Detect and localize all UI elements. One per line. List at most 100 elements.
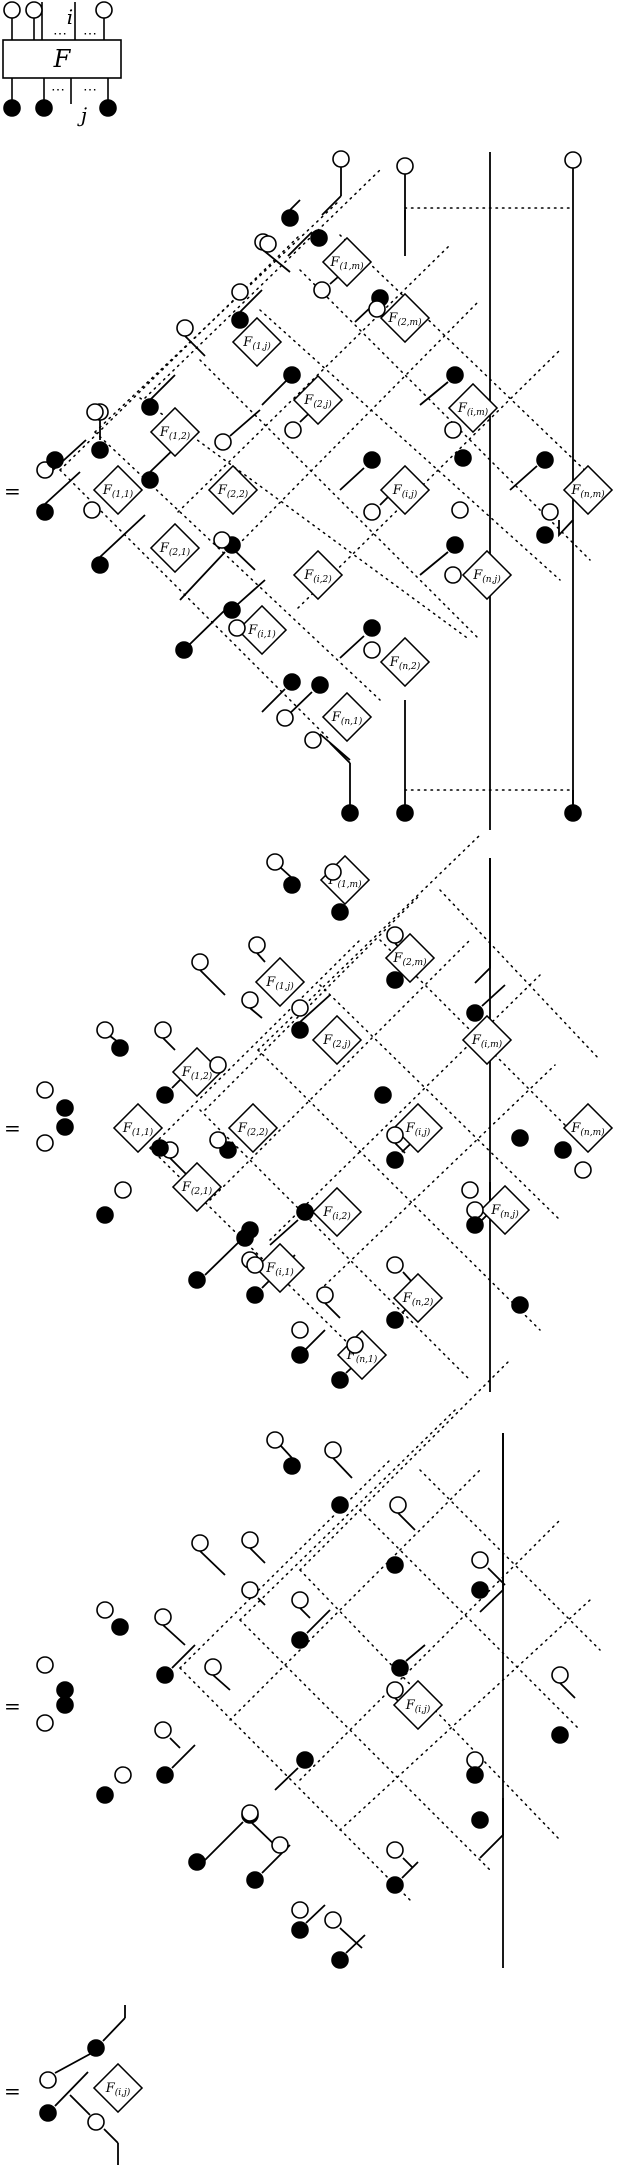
dotted-wire bbox=[239, 1409, 456, 1621]
wire bbox=[102, 2017, 126, 2042]
dotted-wire bbox=[297, 349, 561, 609]
open-node bbox=[209, 1131, 227, 1149]
filled-node bbox=[236, 1229, 254, 1247]
filled-node bbox=[466, 1766, 484, 1784]
open-node bbox=[36, 1134, 54, 1152]
f-tensor-box: F(n,j) bbox=[461, 549, 513, 601]
filled-node bbox=[296, 1751, 314, 1769]
filled-node bbox=[141, 398, 159, 416]
dotted-wire bbox=[199, 1109, 471, 1381]
open-node bbox=[204, 1658, 222, 1676]
dotted-wire bbox=[239, 1619, 491, 1871]
open-node bbox=[214, 433, 232, 451]
f-box-diamond bbox=[311, 1186, 363, 1238]
f-box-diamond bbox=[254, 1242, 306, 1294]
filled-node bbox=[246, 1871, 264, 1889]
filled-node bbox=[331, 1951, 349, 1969]
filled-node bbox=[386, 1151, 404, 1169]
wire bbox=[229, 409, 261, 437]
open-node bbox=[444, 421, 462, 439]
open-node bbox=[291, 1591, 309, 1609]
wire bbox=[305, 1329, 326, 1350]
wire bbox=[256, 952, 266, 963]
wire bbox=[189, 609, 226, 645]
filled-node bbox=[156, 1666, 174, 1684]
equals-panel-4: = bbox=[4, 2079, 21, 2103]
wire bbox=[204, 1821, 244, 1861]
wire bbox=[289, 199, 301, 211]
wire bbox=[171, 1644, 196, 1669]
dotted-wire bbox=[144, 169, 381, 399]
wire bbox=[261, 380, 287, 406]
dotted-wire bbox=[149, 939, 361, 1149]
wire bbox=[287, 231, 313, 257]
filled-node bbox=[386, 1311, 404, 1329]
filled-node bbox=[91, 556, 109, 574]
open-node bbox=[154, 1721, 172, 1739]
wire bbox=[405, 1644, 426, 1662]
f-box-diamond bbox=[384, 932, 436, 984]
f-box-diamond bbox=[379, 292, 431, 344]
dotted-wire bbox=[379, 939, 591, 1151]
dotted-wire bbox=[257, 1049, 541, 1331]
filled-node bbox=[466, 1216, 484, 1234]
f-box bbox=[2, 39, 122, 79]
open-node bbox=[241, 1581, 259, 1599]
wire bbox=[99, 514, 146, 558]
open-node bbox=[87, 2113, 105, 2131]
wire bbox=[44, 471, 81, 505]
f-box-label: F(n,m) bbox=[570, 483, 605, 500]
dotted-wire bbox=[299, 1519, 561, 1781]
open-node bbox=[444, 566, 462, 584]
open-node bbox=[386, 1126, 404, 1144]
dotted-wire bbox=[439, 889, 601, 1061]
open-node bbox=[154, 1021, 172, 1039]
dotted-wire bbox=[229, 1469, 481, 1721]
equals-panel-2: = bbox=[4, 1116, 21, 1140]
wire bbox=[249, 1007, 263, 1019]
open-node bbox=[291, 1901, 309, 1919]
filled-node bbox=[291, 1631, 309, 1649]
wire bbox=[204, 1237, 244, 1276]
dotted-wire bbox=[94, 199, 341, 433]
filled-node bbox=[536, 526, 554, 544]
open-node bbox=[564, 151, 582, 169]
filled-node bbox=[446, 536, 464, 554]
filled-node bbox=[283, 1457, 301, 1475]
f-box-diamond bbox=[207, 464, 259, 516]
f-box-label: F(i,j) bbox=[405, 1698, 431, 1715]
f-box-label: F(n,2) bbox=[389, 655, 421, 672]
wire bbox=[559, 1682, 576, 1699]
f-box-label: F(2,1) bbox=[159, 541, 191, 558]
filled-node bbox=[511, 1296, 529, 1314]
wire bbox=[339, 467, 365, 491]
wire bbox=[319, 733, 351, 761]
f-tensor-box: F(i,m) bbox=[461, 1014, 513, 1066]
wire bbox=[479, 1433, 504, 1613]
wire bbox=[402, 1271, 413, 1283]
f-tensor-box: F(1,m) bbox=[321, 236, 373, 288]
f-box-diamond bbox=[379, 636, 431, 688]
f-box-diamond bbox=[321, 236, 373, 288]
open-node bbox=[83, 501, 101, 519]
dotted-wire bbox=[259, 309, 561, 581]
wire bbox=[306, 1609, 331, 1634]
open-node bbox=[574, 1161, 592, 1179]
f-box-label: F(i,m) bbox=[471, 1033, 503, 1050]
f-tensor-box: F(2,2) bbox=[227, 1102, 279, 1154]
wire bbox=[299, 994, 331, 1023]
open-node bbox=[386, 926, 404, 944]
f-tensor-box: F(i,j) bbox=[392, 1102, 444, 1154]
dotted-wire bbox=[179, 1459, 391, 1669]
filled-node bbox=[291, 1021, 309, 1039]
f-box-diamond bbox=[447, 382, 499, 434]
open-node bbox=[291, 1321, 309, 1339]
dotted-wire bbox=[257, 834, 481, 1051]
dotted-wire bbox=[177, 244, 451, 513]
f-box-label: F(i,2) bbox=[303, 568, 332, 585]
dots-bottom-right: ⋯ bbox=[83, 82, 97, 98]
open-node bbox=[389, 1496, 407, 1514]
f-box-label: F(2,j) bbox=[303, 393, 332, 410]
open-node bbox=[266, 1431, 284, 1449]
f-tensor-box: F(1,2) bbox=[171, 1046, 223, 1098]
